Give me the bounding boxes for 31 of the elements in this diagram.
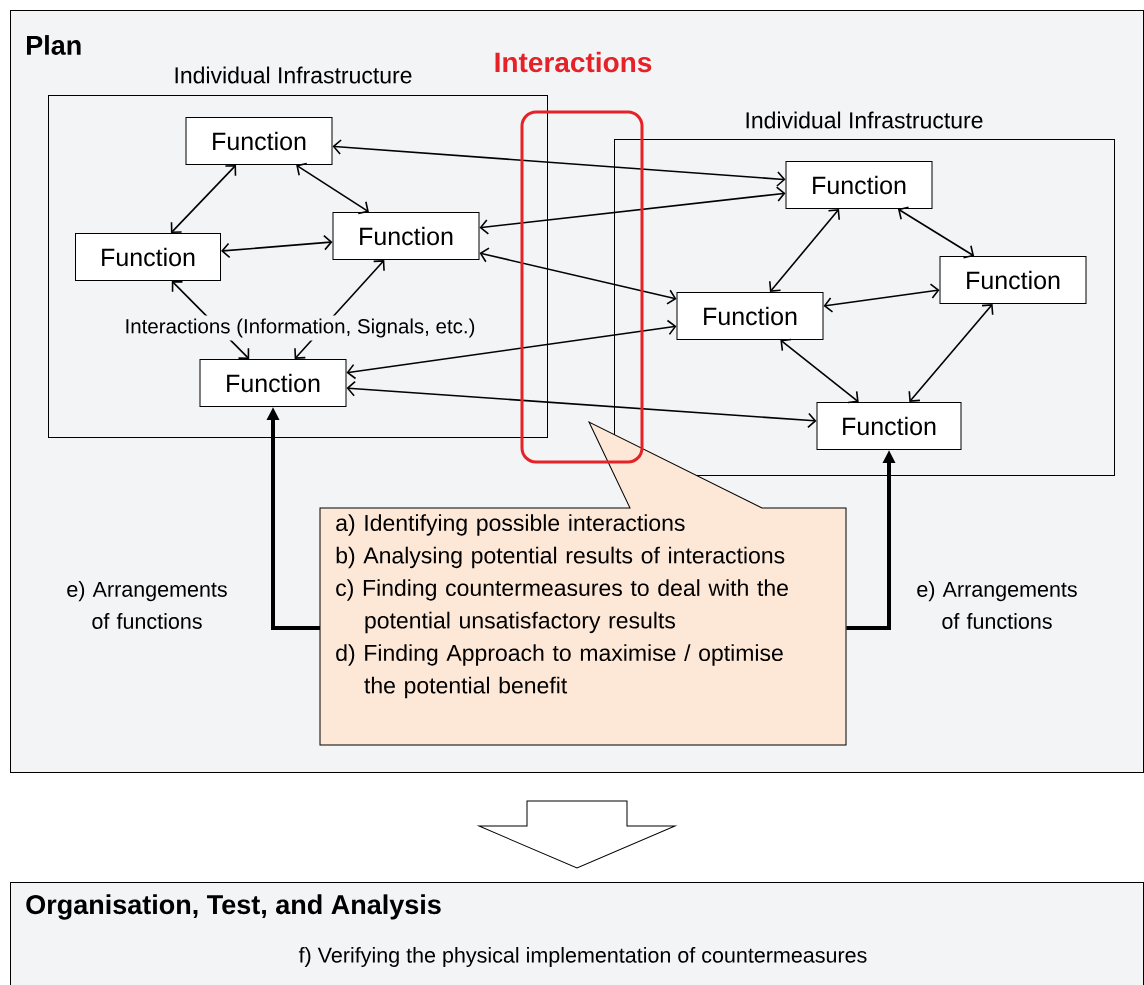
function-box: Function bbox=[199, 359, 347, 407]
function-box: Function bbox=[816, 402, 962, 450]
box-heading: Individual Infrastructure bbox=[746, 111, 983, 129]
highlight-heading: Interactions bbox=[495, 51, 652, 73]
arrow bbox=[823, 283, 940, 313]
interaction-label: Interactions (Information, Signals, etc.) bbox=[122, 315, 478, 341]
panel-title: Organisation, Test, and Analysis bbox=[26, 894, 441, 920]
arrow bbox=[346, 319, 677, 380]
arrow bbox=[780, 338, 859, 404]
arrow bbox=[346, 380, 817, 429]
arrow bbox=[897, 206, 975, 259]
arrow bbox=[769, 209, 841, 292]
panel-title: Plan bbox=[27, 35, 81, 55]
arrow bbox=[479, 247, 677, 305]
step-text: f) Verifying the physical implementation of countermeasures bbox=[298, 947, 867, 968]
edge-label: e) Arrangements of functions bbox=[67, 581, 227, 629]
edge-label: e) Arrangements of functions bbox=[917, 581, 1077, 629]
block-arrow bbox=[478, 800, 676, 869]
arrow bbox=[479, 186, 786, 235]
function-box: Function bbox=[939, 256, 1087, 304]
function-box: Function bbox=[676, 292, 824, 340]
arrow bbox=[170, 165, 237, 233]
box-heading: Individual Infrastructure bbox=[175, 66, 412, 84]
arrow bbox=[221, 234, 333, 259]
function-box: Function bbox=[332, 212, 480, 260]
arrow bbox=[908, 304, 994, 402]
arrow bbox=[332, 139, 786, 187]
function-box: Function bbox=[785, 161, 933, 209]
function-box: Function bbox=[75, 233, 221, 281]
function-box: Function bbox=[185, 117, 333, 165]
arrow bbox=[296, 162, 369, 215]
